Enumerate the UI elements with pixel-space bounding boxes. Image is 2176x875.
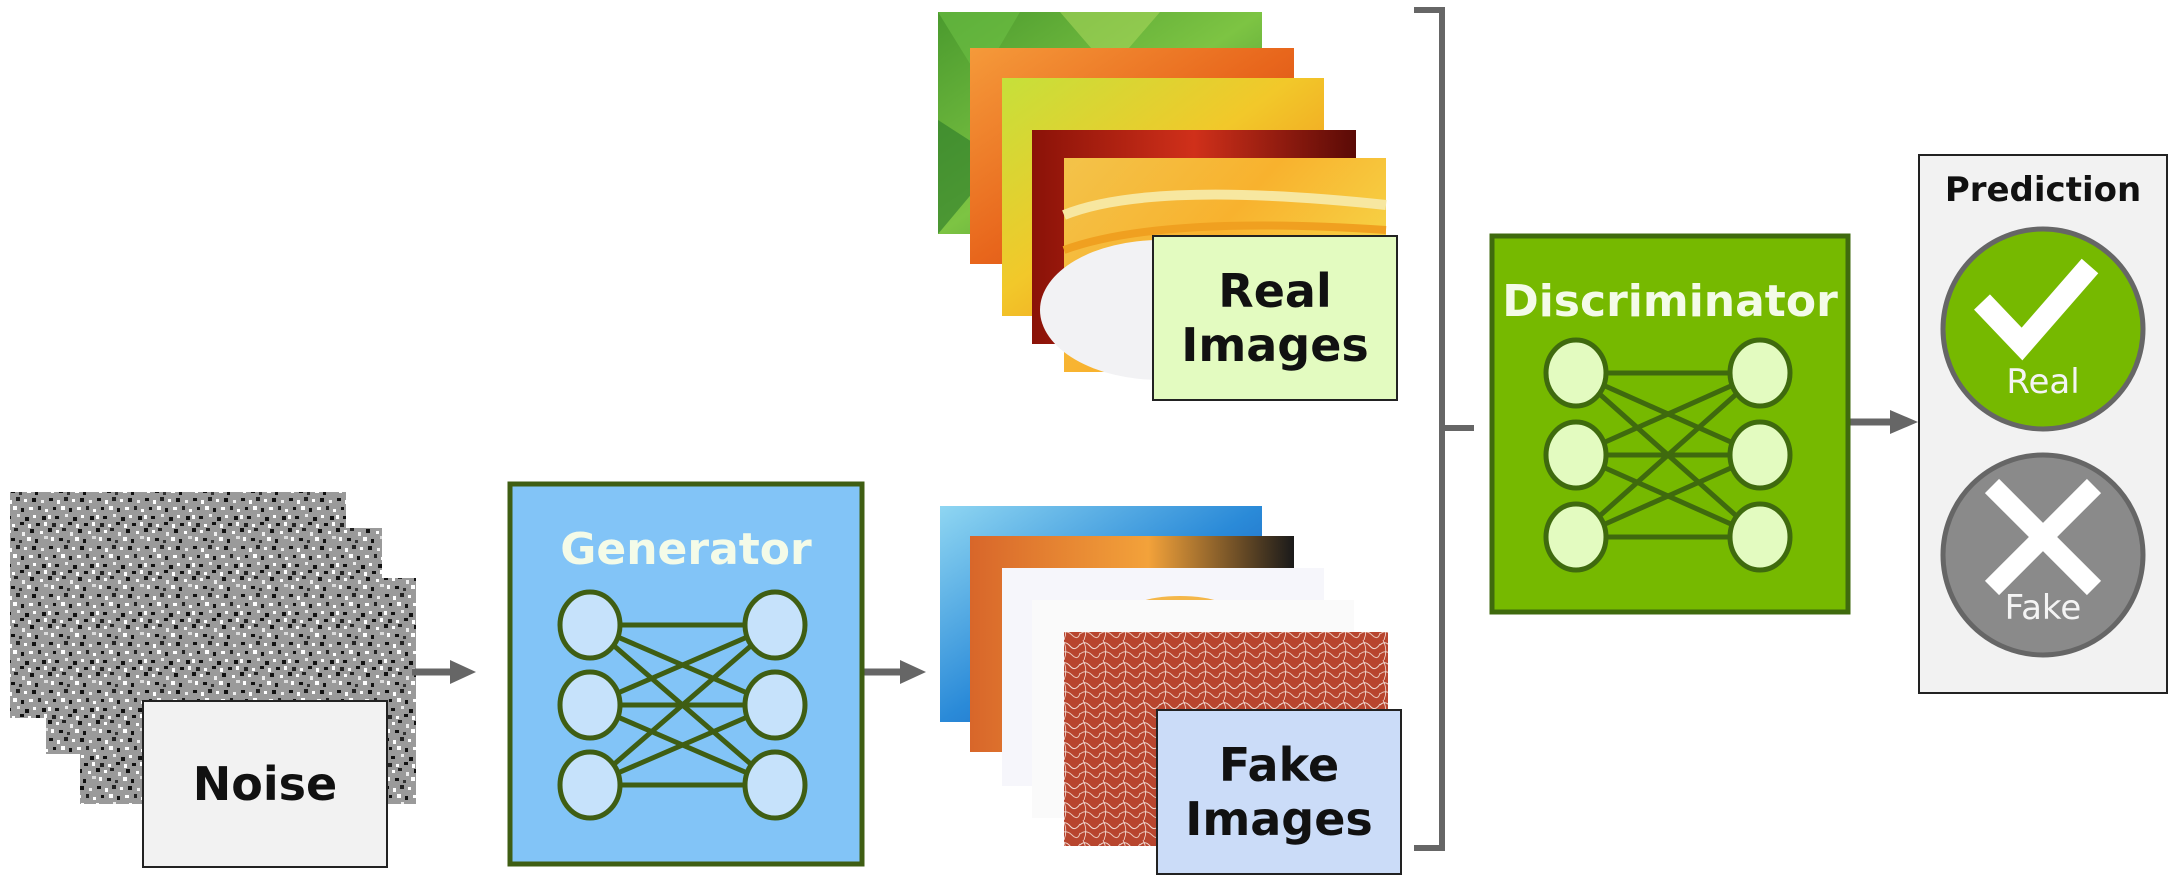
noise-label: Noise bbox=[192, 756, 338, 811]
fake-images-label-box: Fake Images bbox=[1156, 709, 1402, 875]
noise-label-box: Noise bbox=[142, 700, 388, 868]
merge-bracket bbox=[1414, 7, 1474, 851]
discriminator-network-icon bbox=[1543, 337, 1793, 573]
fake-images-label: Fake Images bbox=[1185, 737, 1373, 846]
noise-image-stack bbox=[10, 492, 416, 804]
checkmark-icon bbox=[1974, 258, 2099, 361]
fake-circle bbox=[1940, 452, 2146, 658]
generator-network-icon bbox=[557, 589, 808, 821]
real-prediction-label: Real bbox=[2006, 362, 2080, 402]
discriminator-title: Discriminator bbox=[1502, 276, 1838, 327]
arrow-discriminator-to-prediction bbox=[1848, 410, 1918, 434]
fake-prediction-label: Fake bbox=[2004, 588, 2082, 628]
x-icon bbox=[1984, 478, 2102, 596]
prediction-icons bbox=[1940, 226, 2146, 658]
arrow-noise-to-generator bbox=[412, 660, 476, 684]
generator-title: Generator bbox=[560, 524, 812, 575]
arrow-generator-to-fake bbox=[862, 660, 926, 684]
real-images-label: Real Images bbox=[1181, 263, 1369, 372]
real-images-label-box: Real Images bbox=[1152, 235, 1398, 401]
prediction-title: Prediction bbox=[1944, 170, 2142, 210]
prediction-panel: Prediction Real Fake bbox=[1918, 154, 2168, 694]
